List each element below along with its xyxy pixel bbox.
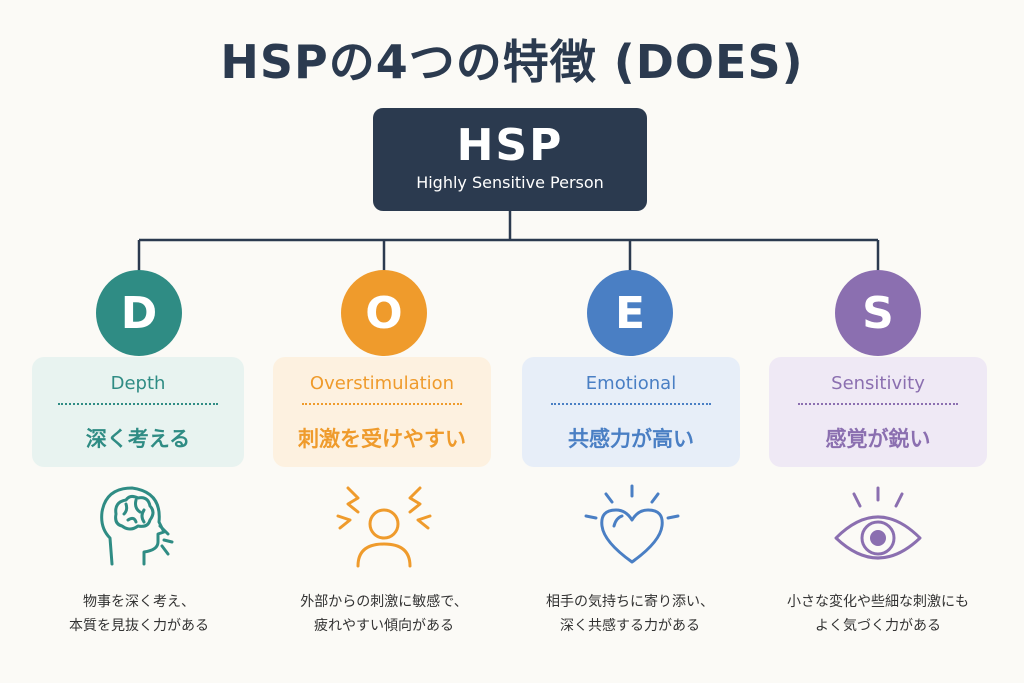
letter-circle-e: E: [587, 270, 673, 356]
hsp-root-box: HSP Highly Sensitive Person: [373, 108, 647, 211]
description-line: 外部からの刺激に敏感で、: [300, 594, 468, 610]
trait-card-emotional: Emotional 共感力が高い: [522, 357, 740, 467]
eye-icon: [834, 486, 922, 560]
description-line: 本質を見抜く力がある: [69, 618, 209, 634]
trait-english-label: Overstimulation: [309, 373, 455, 394]
letter-circle-o: O: [341, 270, 427, 356]
trait-english-label: Emotional: [585, 373, 677, 394]
glowing-heart-icon: [584, 484, 680, 564]
letter-circle-d: D: [96, 270, 182, 356]
description-line: よく気づく力がある: [815, 618, 941, 634]
dotted-divider: [58, 403, 218, 405]
page-title: HSPの4つの特徴 (DOES): [220, 35, 804, 89]
trait-description-sensitivity: 小さな変化や些細な刺激にも よく気づく力がある: [758, 590, 998, 638]
trait-description-overstimulation: 外部からの刺激に敏感で、 疲れやすい傾向がある: [264, 590, 504, 638]
root-subtitle: Highly Sensitive Person: [416, 173, 604, 192]
description-line: 相手の気持ちに寄り添い、: [546, 594, 714, 610]
trait-card-depth: Depth 深く考える: [32, 357, 244, 467]
dotted-divider: [551, 403, 711, 405]
trait-japanese-label: 刺激を受けやすい: [298, 427, 466, 451]
description-line: 疲れやすい傾向がある: [314, 618, 454, 634]
dotted-divider: [798, 403, 958, 405]
letter-circle-s: S: [835, 270, 921, 356]
trait-japanese-label: 深く考える: [85, 427, 191, 451]
trait-card-sensitivity: Sensitivity 感覚が鋭い: [769, 357, 987, 467]
trait-japanese-label: 共感力が高い: [568, 427, 694, 451]
description-line: 深く共感する力がある: [560, 618, 700, 634]
trait-card-overstimulation: Overstimulation 刺激を受けやすい: [273, 357, 491, 467]
root-label: HSP: [456, 120, 564, 171]
description-line: 小さな変化や些細な刺激にも: [787, 594, 969, 610]
trait-english-label: Sensitivity: [831, 373, 925, 394]
overwhelmed-person-icon: [336, 486, 432, 568]
trait-japanese-label: 感覚が鋭い: [825, 427, 931, 451]
brain-head-icon: [100, 486, 174, 566]
trait-description-depth: 物事を深く考え、 本質を見抜く力がある: [19, 590, 259, 638]
trait-description-emotional: 相手の気持ちに寄り添い、 深く共感する力がある: [510, 590, 750, 638]
trait-english-label: Depth: [110, 373, 166, 394]
dotted-divider: [302, 403, 462, 405]
description-line: 物事を深く考え、: [83, 594, 195, 610]
